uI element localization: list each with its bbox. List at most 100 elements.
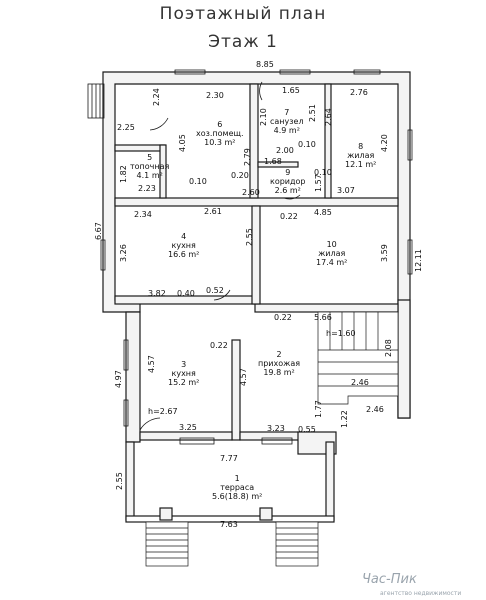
wall-kitchen3-right: [231, 339, 241, 441]
room-area: 16.6 m²: [168, 250, 200, 259]
dim-label: 0.10: [298, 140, 316, 149]
wall-kitchen-right: [251, 205, 261, 305]
room-10-label: 10 жилая 17.4 m²: [316, 240, 347, 267]
dim-label: 8.85: [256, 60, 274, 69]
room-area: 19.8 m²: [263, 368, 295, 377]
wall-room7-bottom: [257, 161, 299, 168]
dim-label: 1.65: [282, 86, 300, 95]
room-3-label: 3 кухня 15.2 m²: [168, 360, 199, 387]
room-area: 4.9 m²: [273, 126, 300, 135]
dim-label: 2.46: [366, 405, 384, 414]
dim-label: h=2.67: [148, 407, 178, 416]
room-number: 10: [326, 240, 337, 249]
room-name: жилая: [347, 151, 375, 160]
dim-label: 0.22: [274, 313, 292, 322]
room-name: коридор: [270, 177, 306, 186]
dim-label: 2.34: [134, 210, 152, 219]
room-area: 4.1 m²: [136, 171, 163, 180]
room-number: 6: [217, 120, 223, 129]
dim-label: 2.46: [351, 378, 369, 387]
dim-label: 4.57: [239, 368, 248, 386]
watermark-subtitle: агентство недвижимости: [380, 590, 462, 597]
dim-label: 3.25: [179, 423, 197, 432]
terrace-bottom-edge: [125, 515, 335, 523]
dim-label: h=1.60: [326, 329, 356, 338]
dim-label: 7.63: [220, 520, 238, 529]
room-9-label: 9 коридор 2.6 m²: [270, 168, 306, 195]
dim-label: 0.40: [177, 289, 195, 298]
dim-label: 1.77: [314, 400, 323, 418]
room-area: 10.3 m²: [204, 138, 236, 147]
dim-label: 1.57: [314, 174, 323, 192]
dim-label: 2.60: [242, 188, 260, 197]
dim-label: 2.51: [308, 104, 317, 122]
wall-room8-left: [324, 83, 332, 199]
room-name: жилая: [318, 249, 346, 258]
room-number: 4: [181, 232, 187, 241]
room-4-label: 4 кухня 16.6 m²: [168, 232, 199, 259]
room-area: 5.6(18.8) m²: [212, 492, 263, 501]
room-number: 8: [358, 142, 364, 151]
dim-label: 0.10: [189, 177, 207, 186]
wall-hall-bottom: [239, 431, 301, 441]
room-2-label: 2 прихожая 19.8 m²: [258, 350, 300, 377]
room-area: 2.6 m²: [274, 186, 301, 195]
room-8-label: 8 жилая 12.1 m²: [345, 142, 376, 169]
column-1: [159, 507, 173, 521]
room-number: 2: [276, 350, 282, 359]
dim-label: 2.10: [259, 108, 268, 126]
dim-label: 2.25: [117, 123, 135, 132]
dim-label: 1.68: [264, 157, 282, 166]
wall-upper-horizontal: [114, 197, 399, 207]
room-name: терраса: [220, 483, 255, 492]
room-6-label: 6 хоз.помещ. 10.3 m²: [196, 120, 244, 147]
right-wall-lower: [397, 299, 411, 419]
floor-label: Этаж 1: [208, 32, 278, 52]
watermark-brand: Час-Пик: [362, 572, 417, 587]
room-number: 7: [284, 108, 290, 117]
dim-label: 2.64: [324, 108, 333, 126]
dim-label: 0.52: [206, 286, 224, 295]
dim-label: 2.55: [245, 228, 254, 246]
dim-label: 2.55: [115, 472, 124, 490]
dim-label: 2.61: [204, 207, 222, 216]
room-1-label: 1 терраса 5.6(18.8) m²: [212, 474, 262, 501]
room-name: санузел: [270, 117, 304, 126]
dim-label: 3.26: [119, 244, 128, 262]
wall-terrace-right: [325, 441, 335, 521]
room-area: 17.4 m²: [316, 258, 348, 267]
dim-label: 5.66: [314, 313, 332, 322]
windows: [100, 69, 413, 445]
room-name: кухня: [171, 369, 196, 378]
dim-label: 6.67: [94, 222, 103, 240]
dim-label: 2.08: [384, 339, 393, 357]
dim-label: 2.76: [350, 88, 368, 97]
room-name: хоз.помещ.: [196, 129, 244, 138]
room-number: 5: [147, 153, 153, 162]
room-number: 9: [285, 168, 291, 177]
terrace-steps-left: [145, 521, 189, 567]
dim-label: 2.00: [276, 146, 294, 155]
room-name: кухня: [171, 241, 196, 250]
terrace-steps-right: [275, 521, 319, 567]
room-name: прихожая: [258, 359, 301, 368]
side-porch-left: [87, 83, 105, 119]
dim-label: 4.20: [380, 134, 389, 152]
room-area: 15.2 m²: [168, 378, 200, 387]
interior-staircase: [317, 311, 399, 405]
wall-room6-right: [249, 83, 259, 199]
dim-label: 12.11: [414, 249, 423, 272]
dim-label: 0.22: [280, 212, 298, 221]
wall-kitchen3-bottom: [139, 431, 233, 441]
dim-label: 2.79: [243, 148, 252, 166]
room-number: 1: [234, 474, 240, 483]
room-number: 3: [181, 360, 187, 369]
plan-title: Поэтажный план: [159, 4, 327, 24]
door-swings: [139, 81, 301, 431]
left-wall-lower: [125, 311, 141, 443]
dim-label: 0.10: [314, 168, 332, 177]
dim-label: 0.55: [298, 425, 316, 434]
room-area: 12.1 m²: [345, 160, 377, 169]
dim-label: 2.23: [138, 184, 156, 193]
